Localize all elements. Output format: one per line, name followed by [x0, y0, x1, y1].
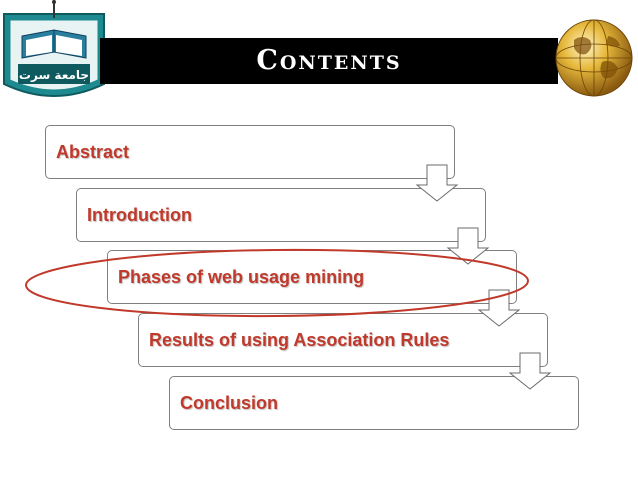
logo-text: جامعة سرت	[19, 68, 89, 82]
list-item-label: Phases of web usage mining	[118, 267, 365, 287]
down-arrow-icon	[446, 227, 490, 265]
university-logo-icon: جامعة سرت	[3, 0, 105, 97]
list-item-conclusion[interactable]: Conclusion	[169, 376, 579, 430]
list-item-results[interactable]: Results of using Association Rules	[138, 313, 548, 367]
list-item-abstract[interactable]: Abstract	[45, 125, 455, 179]
down-arrow-icon	[415, 164, 459, 202]
title-bar	[100, 38, 558, 84]
list-item-label: Abstract	[56, 142, 130, 162]
list-item-label: Conclusion	[180, 393, 278, 413]
list-item-label: Results of using Association Rules	[149, 330, 450, 350]
page-title: Contents	[256, 45, 402, 76]
down-arrow-icon	[508, 352, 552, 390]
globe-icon	[555, 19, 633, 97]
list-item-label: Introduction	[87, 205, 192, 225]
list-item-phases[interactable]: Phases of web usage mining	[107, 250, 517, 304]
list-item-introduction[interactable]: Introduction	[76, 188, 486, 242]
